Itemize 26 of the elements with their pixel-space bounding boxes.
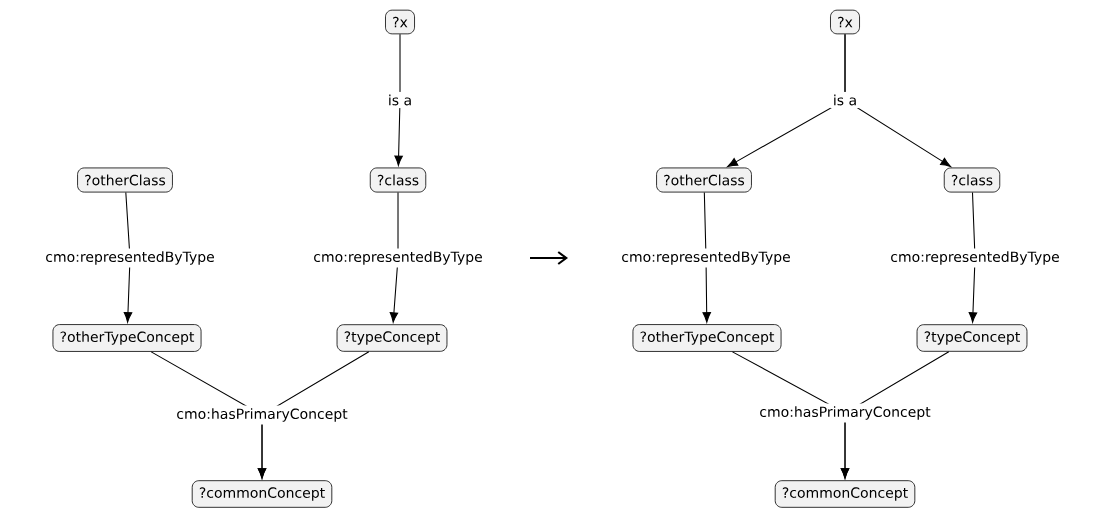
node-box: ?commonConcept [191, 480, 333, 508]
node-box: ?x [830, 9, 860, 35]
node-box: ?commonConcept [774, 480, 916, 508]
arrow [123, 191, 133, 323]
arrow [389, 191, 399, 323]
node-box: ?class [943, 167, 1001, 193]
edge-label: cmo:representedByType [42, 248, 218, 268]
arrow [844, 33, 951, 167]
edge-label: cmo:representedByType [887, 248, 1063, 268]
node-box: ?otherClass [77, 167, 173, 193]
edge-label: cmo:representedByType [310, 248, 486, 268]
node-box: ?x [385, 9, 415, 35]
edge-label: cmo:representedByType [618, 248, 794, 268]
edge-label: is a [830, 91, 860, 109]
node-box: ?typeConcept [336, 324, 448, 352]
node-box: ?class [369, 167, 427, 193]
node-box: ?otherTypeConcept [632, 324, 782, 352]
node-box: ?otherClass [656, 167, 752, 193]
edge-label: cmo:hasPrimaryConcept [756, 403, 934, 423]
node-box: ?otherTypeConcept [52, 324, 202, 352]
arrow [702, 191, 711, 323]
edge-label: is a [385, 91, 415, 109]
node-box: ?typeConcept [916, 324, 1028, 352]
arrow [394, 33, 403, 166]
edge-label: cmo:hasPrimaryConcept [173, 405, 351, 425]
arrow [968, 191, 978, 323]
